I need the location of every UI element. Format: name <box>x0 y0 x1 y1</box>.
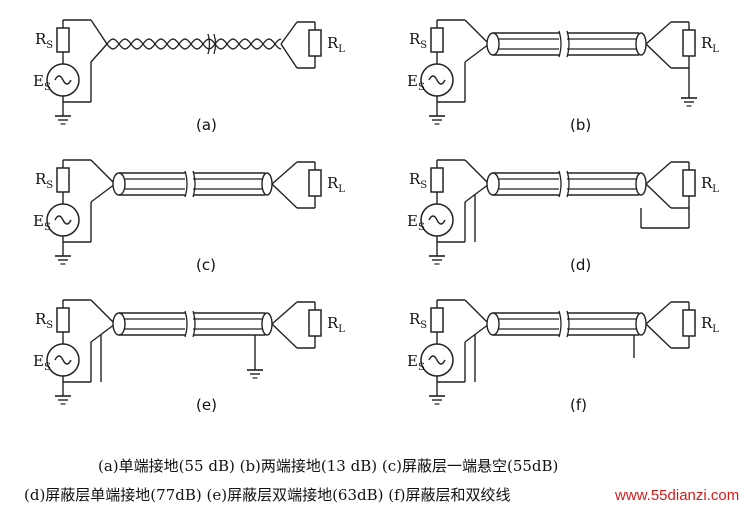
label-rs: RS <box>35 170 53 191</box>
resistor-rs <box>430 27 444 53</box>
twisted-pair <box>106 38 282 50</box>
panel-e: RS ES RL (e) <box>33 299 345 414</box>
cable-break <box>184 170 188 198</box>
watermark: www.55dianzi.com <box>615 487 740 504</box>
label-rs: RS <box>409 310 427 331</box>
panel-tag-f: (f) <box>570 396 587 414</box>
panel-tag-e: (e) <box>196 396 217 414</box>
resistor-rs <box>56 307 70 333</box>
cable-break <box>558 310 562 338</box>
resistor-rl <box>308 309 322 337</box>
panel-tag-c: (c) <box>196 256 216 274</box>
panel-tag-d: (d) <box>570 256 591 274</box>
label-rs: RS <box>35 30 53 51</box>
resistor-rl <box>682 29 696 57</box>
label-rl: RL <box>327 314 345 335</box>
resistor-rs <box>56 27 70 53</box>
cable-break <box>184 310 188 338</box>
twisted-pair-b <box>106 38 282 50</box>
cable-end-left <box>112 312 126 336</box>
label-es: ES <box>407 352 425 373</box>
resistor-rl <box>308 169 322 197</box>
label-rs: RS <box>35 310 53 331</box>
cable-end-right <box>261 172 273 196</box>
label-es: ES <box>33 352 51 373</box>
label-es: ES <box>33 212 51 233</box>
label-rl: RL <box>327 34 345 55</box>
resistor-rl <box>308 29 322 57</box>
sine-icon <box>54 215 72 225</box>
panel-d: RS ES RL (d) <box>407 159 719 274</box>
cable-end-right <box>635 32 647 56</box>
resistor-rl <box>682 169 696 197</box>
cable-end-right <box>261 312 273 336</box>
label-es: ES <box>407 212 425 233</box>
sine-icon <box>54 355 72 365</box>
cable-break <box>207 33 211 55</box>
cable-break <box>558 30 562 58</box>
sine-icon <box>428 355 446 365</box>
label-rl: RL <box>701 34 719 55</box>
panel-a: RS ES RL (a) <box>33 19 345 134</box>
resistor-rs <box>430 167 444 193</box>
resistor-rs <box>430 307 444 333</box>
sine-icon <box>54 75 72 85</box>
panel-b: RS ES RL (b) <box>407 19 719 134</box>
label-rl: RL <box>701 314 719 335</box>
panel-c: RS ES RL (c) <box>33 159 345 274</box>
cable-end-right <box>635 172 647 196</box>
cable-end-left <box>486 32 500 56</box>
panel-tag-b: (b) <box>570 116 591 134</box>
label-rs: RS <box>409 170 427 191</box>
label-es: ES <box>407 72 425 93</box>
cable-end-left <box>486 312 500 336</box>
caption-line-1: (a)单端接地(55 dB) (b)两端接地(13 dB) (c)屏蔽层一端悬空… <box>98 457 559 475</box>
label-es: ES <box>33 72 51 93</box>
cable-end-left <box>486 172 500 196</box>
label-rl: RL <box>701 174 719 195</box>
cable-break <box>558 170 562 198</box>
cable-end-right <box>635 312 647 336</box>
sine-icon <box>428 215 446 225</box>
panel-tag-a: (a) <box>196 116 217 134</box>
resistor-rl <box>682 309 696 337</box>
resistor-rs <box>56 167 70 193</box>
label-rs: RS <box>409 30 427 51</box>
caption-line-2: (d)屏蔽层单端接地(77dB) (e)屏蔽层双端接地(63dB) (f)屏蔽层… <box>24 486 511 504</box>
label-rl: RL <box>327 174 345 195</box>
panel-f: RS ES RL (f) <box>407 299 719 414</box>
sine-icon <box>428 75 446 85</box>
cable-end-left <box>112 172 126 196</box>
